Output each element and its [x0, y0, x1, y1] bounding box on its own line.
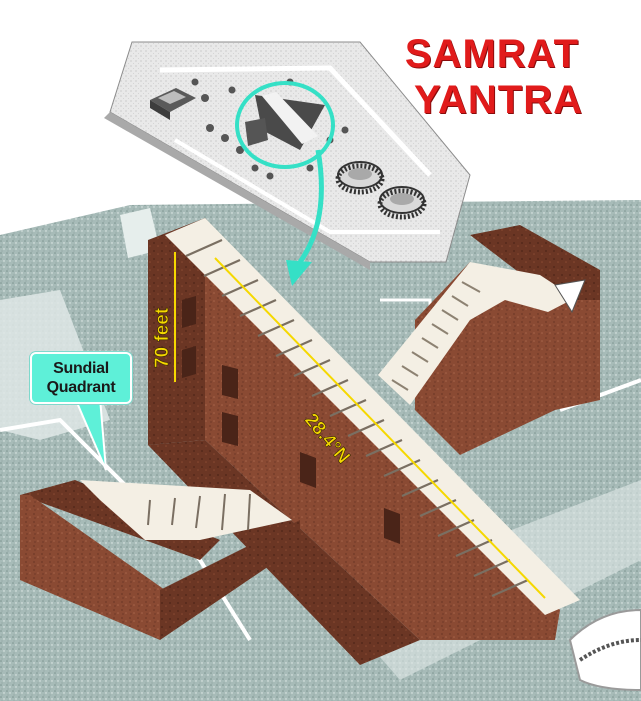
map-building [150, 88, 196, 120]
stair-steps [185, 238, 529, 598]
windows [182, 296, 400, 544]
title-line-2: YANTRA [414, 78, 583, 122]
site-map-inset [104, 41, 471, 270]
callout-line-1: Sundial [53, 360, 109, 377]
map-highlight-circle [235, 81, 335, 169]
map-rings [335, 161, 427, 220]
sundial-quadrant-callout: Sundial Quadrant [30, 352, 132, 404]
map-yantra [245, 92, 325, 150]
pointer-arrow [297, 149, 324, 264]
base-arc [568, 608, 641, 692]
height-label: 70 feet [152, 307, 173, 368]
right-wing [378, 225, 600, 455]
quadrant-wing [20, 480, 300, 640]
callout-line-2: Quadrant [46, 379, 116, 396]
title-line-1: SAMRAT [404, 32, 579, 76]
pointer-arrowhead [286, 260, 312, 286]
